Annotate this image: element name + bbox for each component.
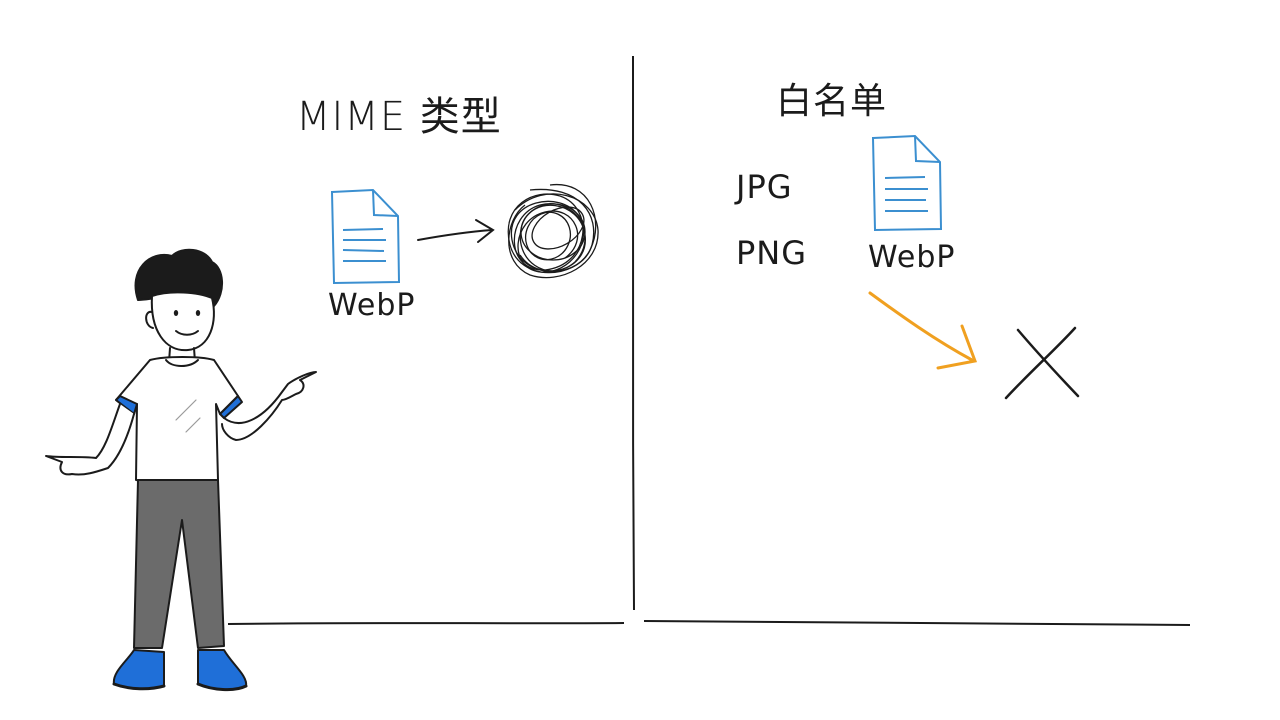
right-floor-line <box>643 620 1191 626</box>
left-floor-line <box>227 622 625 625</box>
face <box>150 291 215 352</box>
pants <box>133 479 225 649</box>
panel-divider <box>632 55 635 611</box>
pointing-arm <box>221 371 317 441</box>
mime-type-title: MIME 类型 <box>296 94 502 140</box>
document-icon <box>330 188 401 285</box>
document-icon <box>871 134 943 232</box>
whitelist-item-png: PNG <box>736 234 808 272</box>
shirt <box>115 356 239 484</box>
arrow-icon <box>417 219 495 243</box>
webp-file-label: WebP <box>868 240 956 275</box>
left-arm <box>45 403 135 476</box>
whitelist-title: 白名单 <box>776 81 888 122</box>
whitelist-item-jpg: JPG <box>736 168 793 206</box>
ear <box>145 310 154 329</box>
x-mark-icon <box>1004 326 1080 400</box>
left-shoe <box>112 649 165 690</box>
person-illustration <box>45 248 317 692</box>
right-shoe <box>197 649 248 691</box>
orange-arrow-icon <box>868 291 978 370</box>
scribble-icon <box>507 184 599 279</box>
webp-file-label: WebP <box>328 288 416 323</box>
